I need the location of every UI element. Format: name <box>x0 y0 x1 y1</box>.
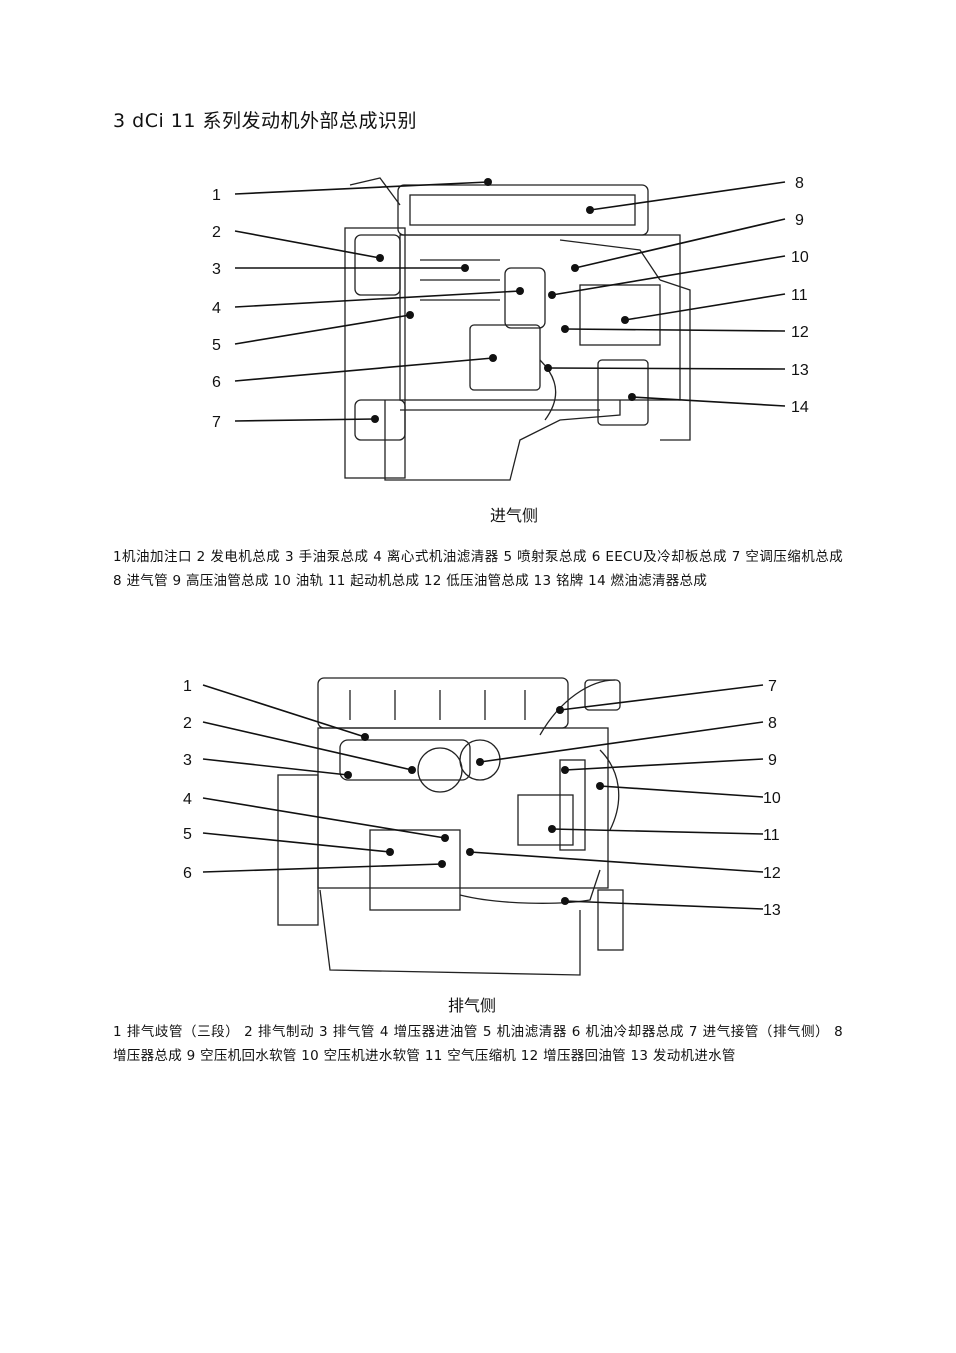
callout-5: 5 <box>183 826 192 843</box>
callout-4: 4 <box>212 300 221 317</box>
callout-3: 3 <box>212 261 221 278</box>
callout-numbers-exhaust: 1 2 3 4 5 6 7 8 9 10 11 12 13 <box>183 678 781 919</box>
callout-9: 9 <box>795 212 804 229</box>
callout-7: 7 <box>212 414 221 431</box>
callout-6: 6 <box>212 374 221 391</box>
callout-2: 2 <box>212 224 221 241</box>
callout-11: 11 <box>791 287 808 304</box>
callout-leaders-exhaust <box>202 684 764 910</box>
exhaust-side-engine-figure: 1 2 3 4 5 6 7 8 9 10 11 12 13 <box>183 677 781 976</box>
callout-14: 14 <box>791 399 809 416</box>
callout-10: 10 <box>763 790 781 807</box>
callout-1: 1 <box>212 187 221 204</box>
callout-4: 4 <box>183 791 192 808</box>
engine-drawing-exhaust <box>277 677 624 976</box>
callout-2: 2 <box>183 715 192 732</box>
callout-13: 13 <box>763 902 781 919</box>
callout-9: 9 <box>768 752 777 769</box>
intake-side-legend: 1机油加注口 2 发电机总成 3 手油泵总成 4 离心式机油滤清器 5 喷射泵总… <box>113 549 843 589</box>
callout-5: 5 <box>212 337 221 354</box>
callout-1: 1 <box>183 678 192 695</box>
callout-11: 11 <box>763 827 780 844</box>
callout-numbers-intake: 1 2 3 4 5 6 7 8 9 10 11 12 13 14 <box>212 175 809 431</box>
intake-side-engine-figure: 1 2 3 4 5 6 7 8 9 10 11 12 13 14 <box>212 175 809 481</box>
exhaust-side-caption: 排气侧 <box>448 996 497 1015</box>
callout-8: 8 <box>795 175 804 192</box>
callout-leaders-intake <box>234 178 786 423</box>
callout-12: 12 <box>763 865 781 882</box>
callout-7: 7 <box>768 678 777 695</box>
callout-8: 8 <box>768 715 777 732</box>
intake-side-caption: 进气侧 <box>490 506 539 525</box>
callout-12: 12 <box>791 324 809 341</box>
callout-13: 13 <box>791 362 809 379</box>
exhaust-side-legend: 1 排气歧管（三段） 2 排气制动 3 排气管 4 增压器进油管 5 机油滤清器… <box>113 1024 843 1064</box>
callout-10: 10 <box>791 249 809 266</box>
page-title: 3 dCi 11 系列发动机外部总成识别 <box>113 110 417 132</box>
callout-3: 3 <box>183 752 192 769</box>
callout-6: 6 <box>183 865 192 882</box>
